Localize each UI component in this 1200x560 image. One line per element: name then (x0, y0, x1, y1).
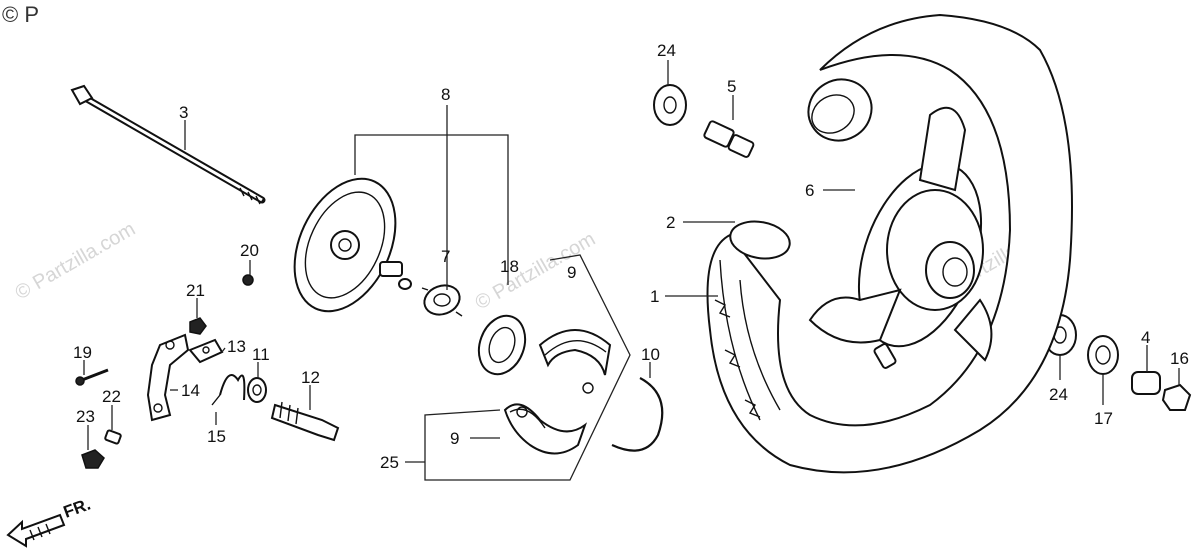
callout-24-upper: 24 (657, 41, 676, 60)
part-axle (70, 84, 266, 205)
callout-7: 7 (441, 247, 450, 266)
callout-19: 19 (73, 343, 92, 362)
callout-21: 21 (186, 281, 205, 300)
front-direction-arrow: FR. (6, 495, 93, 548)
part-brake-arm-14 (146, 333, 190, 422)
part-brake-shoe-upper (538, 329, 612, 394)
callout-9-lower: 9 (450, 429, 459, 448)
callout-2: 2 (666, 213, 675, 232)
callout-23: 23 (76, 407, 95, 426)
part-brake-cam-12 (270, 401, 340, 442)
part-tube-lower (729, 220, 791, 260)
callout-13: 13 (227, 337, 246, 356)
part-cap-20 (242, 274, 254, 286)
callout-24-lower: 24 (1049, 385, 1068, 404)
part-nut-23 (81, 449, 105, 469)
callout-9-upper: 9 (567, 263, 576, 282)
shoe-set-outline (424, 254, 631, 481)
part-bolt-19 (75, 368, 109, 386)
part-nut-21 (189, 317, 207, 335)
callout-1: 1 (650, 287, 659, 306)
part-brake-shoe-lower (503, 403, 588, 455)
part-brake-panel (293, 177, 412, 313)
callout-3: 3 (179, 103, 188, 122)
part-spacer-4 (1131, 371, 1161, 395)
watermark: © Partzilla.com (472, 228, 600, 314)
callout-14: 14 (181, 381, 200, 400)
part-collar-5 (703, 120, 755, 158)
callout-6: 6 (805, 181, 814, 200)
callout-15: 15 (207, 427, 226, 446)
watermark: © Partzilla.com (12, 218, 140, 304)
callout-12: 12 (301, 368, 320, 387)
callout-16: 16 (1170, 349, 1189, 368)
callout-4: 4 (1141, 328, 1150, 347)
callout-17: 17 (1094, 409, 1113, 428)
part-tube-upper (807, 78, 873, 142)
part-spring-15 (211, 374, 246, 406)
callout-20: 20 (240, 241, 259, 260)
callout-11: 11 (252, 345, 270, 364)
part-plate-13 (188, 338, 224, 364)
watermark-corner: © P (2, 2, 39, 27)
callout-18: 18 (500, 257, 519, 276)
part-seal-17 (1087, 335, 1119, 375)
panel-leader-bracket (354, 105, 509, 290)
part-pin-22 (104, 429, 122, 445)
callout-22: 22 (102, 387, 121, 406)
callout-8: 8 (441, 85, 450, 104)
callout-25: 25 (380, 453, 399, 472)
part-washer-11 (247, 377, 267, 403)
part-tire (706, 13, 1073, 474)
callout-labels: 1 2 3 4 5 6 7 8 9 9 10 11 12 13 14 15 16… (73, 41, 1189, 472)
callout-5: 5 (727, 77, 736, 96)
part-bearing-24-upper (653, 84, 687, 126)
part-meter-gear (421, 284, 463, 317)
part-wheel-rim (808, 106, 993, 369)
part-dust-seal (477, 314, 527, 376)
leader-lines (83, 60, 1180, 463)
part-spring-clip (611, 377, 664, 452)
front-direction-label: FR. (61, 495, 93, 522)
callout-10: 10 (641, 345, 660, 364)
part-axle-nut-16 (1161, 383, 1192, 411)
